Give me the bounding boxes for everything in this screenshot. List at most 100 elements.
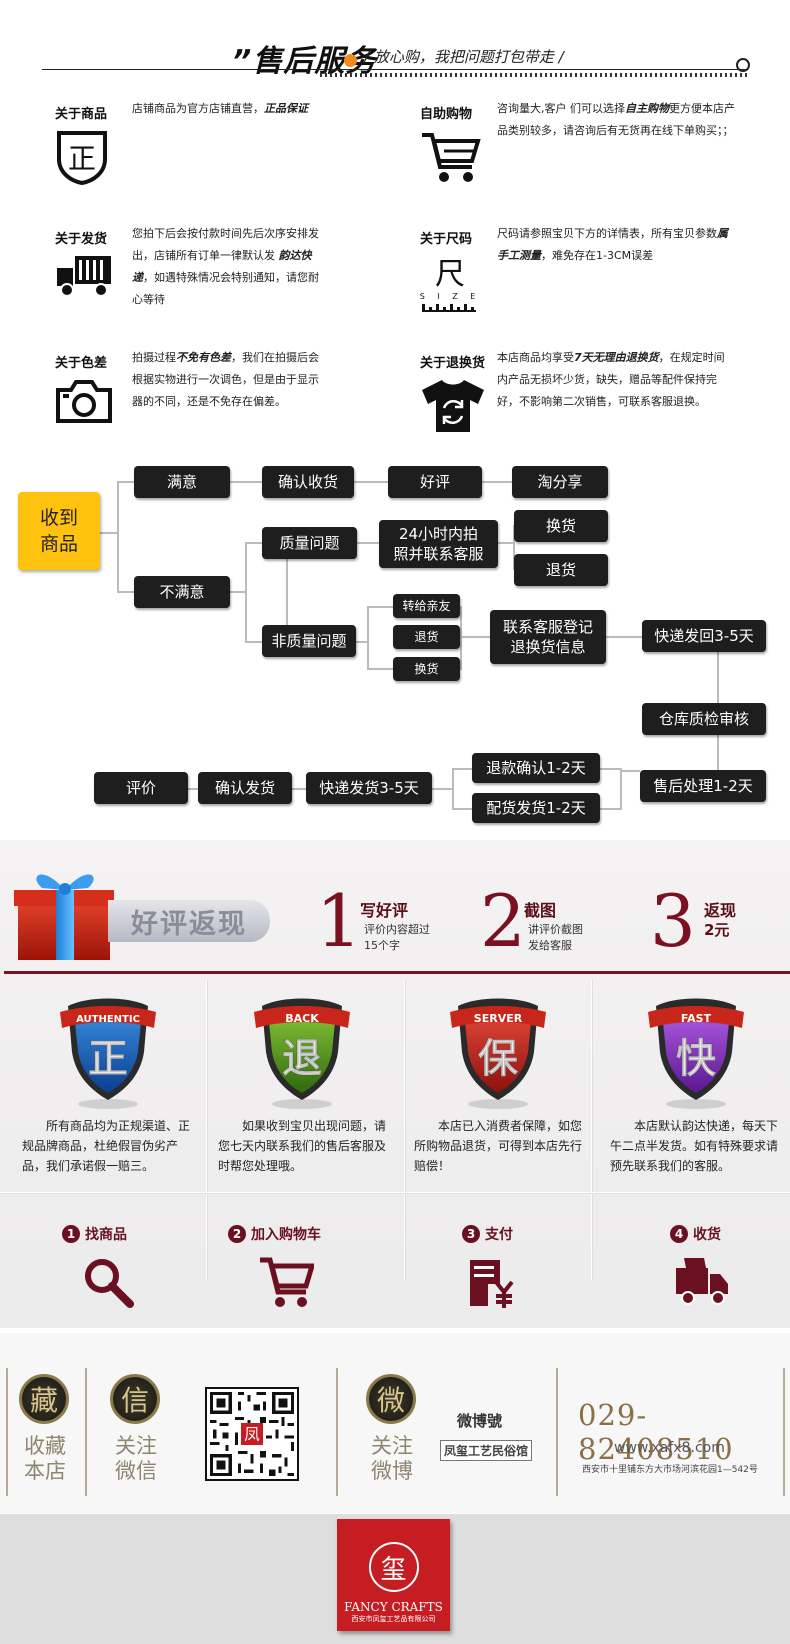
flow-non-quality-issue: 非质量问题 [262,625,356,657]
phone-number: 029-82408510 [578,1398,734,1466]
brand-company: 西安市凤玺工艺品有限公司 [351,1615,436,1623]
brand-name: FANCY CRAFTS [344,1600,443,1614]
flow-register: 联系客服登记 退换货信息 [490,610,606,664]
flow-confirm-receipt: 确认收货 [262,466,354,498]
shield-zheng-icon: 正 [55,129,109,189]
svg-text:退: 退 [282,1036,322,1082]
flow-unsatisfied: 不满意 [134,576,230,608]
info-text: 咨询量大,客户 们可以选择自主购物更方便本店产品类别较多，请咨询后有无货再在线下… [497,102,735,137]
info-title: 关于发货 [55,232,108,247]
step-number: 1 [316,879,362,963]
svg-text:SERVER: SERVER [474,1012,523,1025]
flow-express-ship: 快递发货3-5天 [306,772,432,804]
flow-share: 淘分享 [512,466,608,498]
brand-logo[interactable]: 玺 FANCY CRAFTS 西安市凤玺工艺品有限公司 [337,1519,450,1631]
svg-text:正: 正 [88,1036,128,1082]
guarantee-shield-icon: FAST 快 [648,998,744,1109]
info-text: 本店商品均享受7天无理由退换货，在规定时间内产品无损坏少货，缺失，赠品等配件保持… [497,351,725,408]
follow-weibo-link[interactable]: 关注 微博 [371,1434,413,1483]
flow-satisfied: 满意 [134,466,230,498]
step-title: 截图 [524,901,557,920]
guarantee-text: 本店默认韵达快递，每天下午二点半发货。如有特殊要求请预先联系我们的客服。 [610,1119,779,1173]
flow-exchange: 换货 [514,510,608,542]
info-text: 店铺商品为官方店铺直营，正品保证 [132,102,308,115]
process-step-number: 1 [62,1225,80,1243]
website-link[interactable]: www.xafx8.com [614,1440,725,1456]
flow-photo-contact: 24小时内拍 照并联系客服 [379,520,498,568]
address-text: 西安市十里铺东方大市场河滨花园1—542号 [582,1465,758,1475]
flow-reship: 配货发货1-2天 [472,793,600,823]
svg-text:保: 保 [478,1036,519,1082]
brand-mark-icon: 玺 [368,1542,419,1592]
flow-express-back: 快递发回3-5天 [642,620,766,652]
cart-icon [258,1254,316,1314]
flow-quality-issue: 质量问题 [262,527,357,559]
info-title: 关于尺码 [420,232,473,247]
process-step-number: 4 [670,1225,688,1243]
flow-start-box: 收到 商品 [18,492,100,570]
section-subtitle: / 放心购，我把问题打包带走 / [364,48,564,66]
svg-text:BACK: BACK [285,1012,319,1025]
guarantee-text: 如果收到宝贝出现问题，请您七天内联系我们的售后客服及时帮您处理哦。 [218,1119,387,1173]
step-description: 2元 [704,921,730,939]
wechat-seal-icon[interactable]: 信 [110,1374,160,1424]
svg-text:正: 正 [68,142,96,175]
guarantee-text: 所有商品均为正规渠道、正规品牌商品，杜绝假冒伪劣产品，我们承诺假一赔三。 [22,1119,191,1173]
flow-refund: 退款确认1-2天 [472,753,600,783]
process-step-label: 找商品 [85,1227,127,1243]
flow-gift-friend: 转给亲友 [393,594,460,618]
process-step-number: 3 [462,1225,480,1243]
title-underline [42,69,748,70]
row-divider [0,1192,790,1193]
search-icon [80,1254,136,1314]
svg-text:凤: 凤 [244,1426,260,1444]
process-step-1: 1 找商品 [62,1224,127,1244]
guarantee-shield-icon: AUTHENTIC 正 [60,998,156,1109]
flow-review: 评价 [94,772,188,804]
guarantee-shield-icon: SERVER 保 [450,998,546,1109]
svg-text:AUTHENTIC: AUTHENTIC [76,1014,140,1025]
process-step-label: 支付 [485,1227,513,1243]
info-title: 关于色差 [55,356,108,371]
info-title: 自助购物 [420,107,473,122]
step-title: 写好评 [360,901,409,920]
weibo-account[interactable]: 凤玺工艺民俗馆 [440,1440,533,1461]
process-step-4: 4 收货 [670,1224,721,1244]
svg-text:尺: 尺 [435,257,465,292]
step-title: 返现 [704,901,737,920]
gift-box-icon [14,874,114,960]
step-description: 评价内容超过 15个字 [364,923,430,952]
favorite-store-link[interactable]: 收藏 本店 [24,1434,66,1483]
wechat-qr-code: 凤 [205,1387,299,1481]
shopping-cart-icon [420,129,482,189]
guarantee-text: 本店已入消费者保障，如您所购物品退货，可得到本店先行赔偿！ [414,1119,583,1173]
info-title: 关于退换货 [420,356,486,371]
band-divider [4,971,790,974]
cashback-banner: 好评返现 [108,900,270,942]
info-title: 关于商品 [55,107,108,122]
svg-text:快: 快 [676,1036,717,1082]
step-number: 2 [480,879,526,963]
step-number: 3 [650,879,696,963]
process-step-number: 2 [228,1225,246,1243]
title-dotted-line [320,73,748,77]
flow-return: 退货 [514,554,608,586]
truck-icon [674,1254,730,1314]
flow-exchange-small: 换货 [393,657,460,681]
guarantee-shield-icon: BACK 退 [254,998,350,1109]
flow-good-review: 好评 [388,466,482,498]
camera-icon [55,378,113,428]
flow-confirm-ship: 确认发货 [198,772,292,804]
tshirt-exchange-icon [420,378,486,438]
svg-text:FAST: FAST [681,1012,712,1025]
flow-inspection: 仓库质检审核 [642,703,766,735]
swirl-ornament [736,58,750,72]
info-text: 拍摄过程不免有色差，我们在拍摄后会根据实物进行一次调色，但是由于显示器的不同，还… [132,351,319,408]
follow-wechat-link[interactable]: 关注 微信 [115,1434,157,1483]
weibo-seal-icon[interactable]: 微 [366,1374,416,1424]
info-text: 尺码请参照宝贝下方的详情表，所有宝贝参数属手工测量，难免存在1-3CM误差 [497,227,728,262]
process-step-label: 收货 [693,1227,721,1243]
favorite-seal-icon[interactable]: 藏 [19,1374,69,1424]
weibo-title: 微博號 [457,1412,503,1430]
